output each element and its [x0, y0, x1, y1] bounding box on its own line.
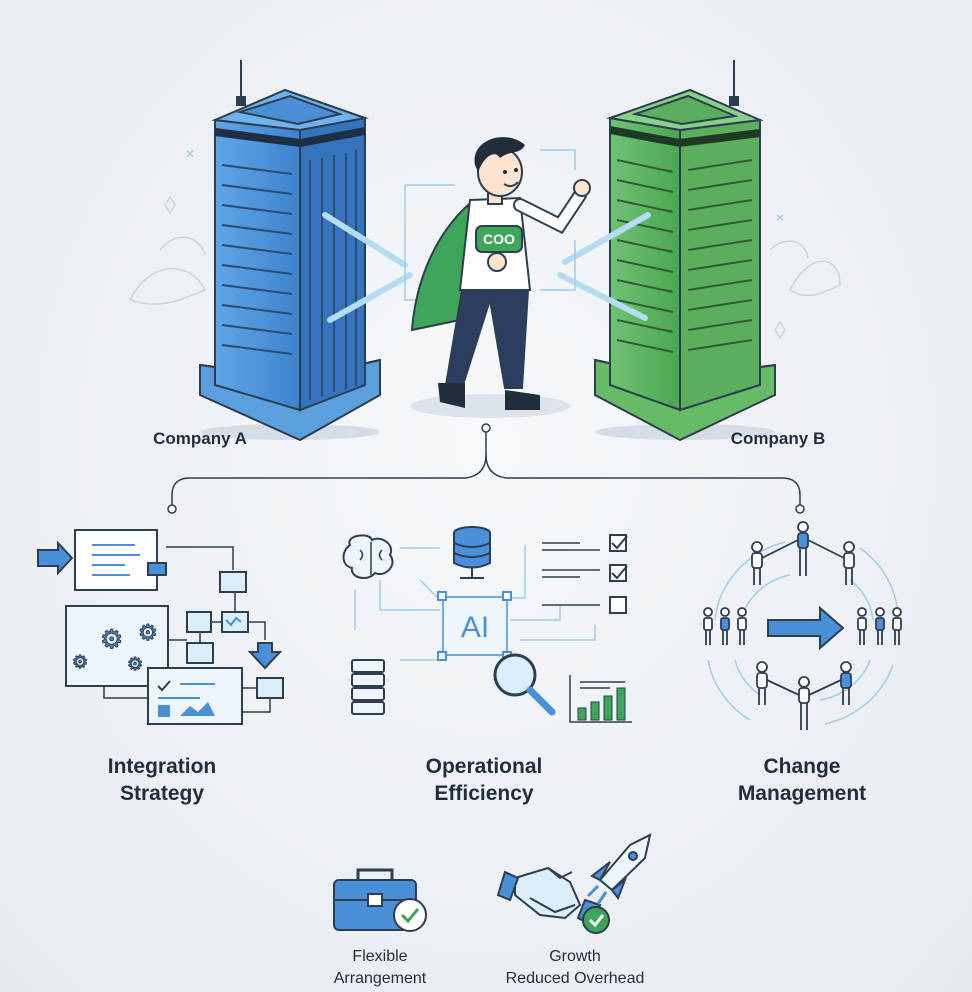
coo-badge-text: COO — [483, 231, 515, 247]
change-management-title: Change Management — [692, 753, 912, 807]
title-line-1: Integration — [107, 755, 217, 778]
company-b-tower — [594, 60, 776, 442]
growth-reduced-overhead-label: Growth Reduced Overhead — [475, 946, 675, 990]
workflow-diagram-icon: ⚙ ⚙ ⚙ ⚙ — [37, 529, 284, 725]
svg-text:✕: ✕ — [775, 211, 785, 225]
benefit-line-2: Reduced Overhead — [505, 970, 645, 987]
title-line-2: Efficiency — [434, 782, 534, 805]
ai-analytics-icon: AI — [342, 526, 632, 723]
briefcase-check-icon — [333, 868, 427, 932]
svg-text:⚙: ⚙ — [100, 625, 123, 655]
title-line-2: Management — [737, 782, 867, 805]
handshake-rocket-icon — [496, 833, 652, 934]
flexible-arrangement-label: Flexible Arrangement — [280, 946, 480, 990]
company-a-tower — [199, 60, 381, 442]
operational-efficiency-title: Operational Efficiency — [374, 753, 594, 807]
svg-text:⚙: ⚙ — [138, 621, 158, 646]
coo-character: COO — [410, 137, 591, 418]
team-cycle-icon — [703, 521, 902, 730]
benefit-line-1: Growth — [549, 948, 601, 965]
title-line-1: Operational — [425, 755, 543, 778]
decorative-leaves: ✕ ✕ — [128, 147, 841, 340]
svg-text:⚙: ⚙ — [72, 652, 88, 673]
ai-chip-label: AI — [461, 611, 489, 644]
title-line-2: Strategy — [119, 782, 205, 805]
benefit-line-2: Arrangement — [333, 970, 427, 987]
company-a-label: Company A — [153, 429, 247, 448]
connection-arrows — [322, 212, 651, 323]
title-line-1: Change — [763, 755, 841, 778]
svg-text:⚙: ⚙ — [127, 654, 143, 675]
integration-strategy-title: Integration Strategy — [52, 753, 272, 807]
benefit-line-1: Flexible — [352, 948, 408, 965]
coo-badge — [475, 225, 523, 253]
svg-text:✕: ✕ — [185, 147, 195, 161]
hierarchy-connector — [167, 423, 805, 514]
company-b-label: Company B — [730, 429, 826, 448]
